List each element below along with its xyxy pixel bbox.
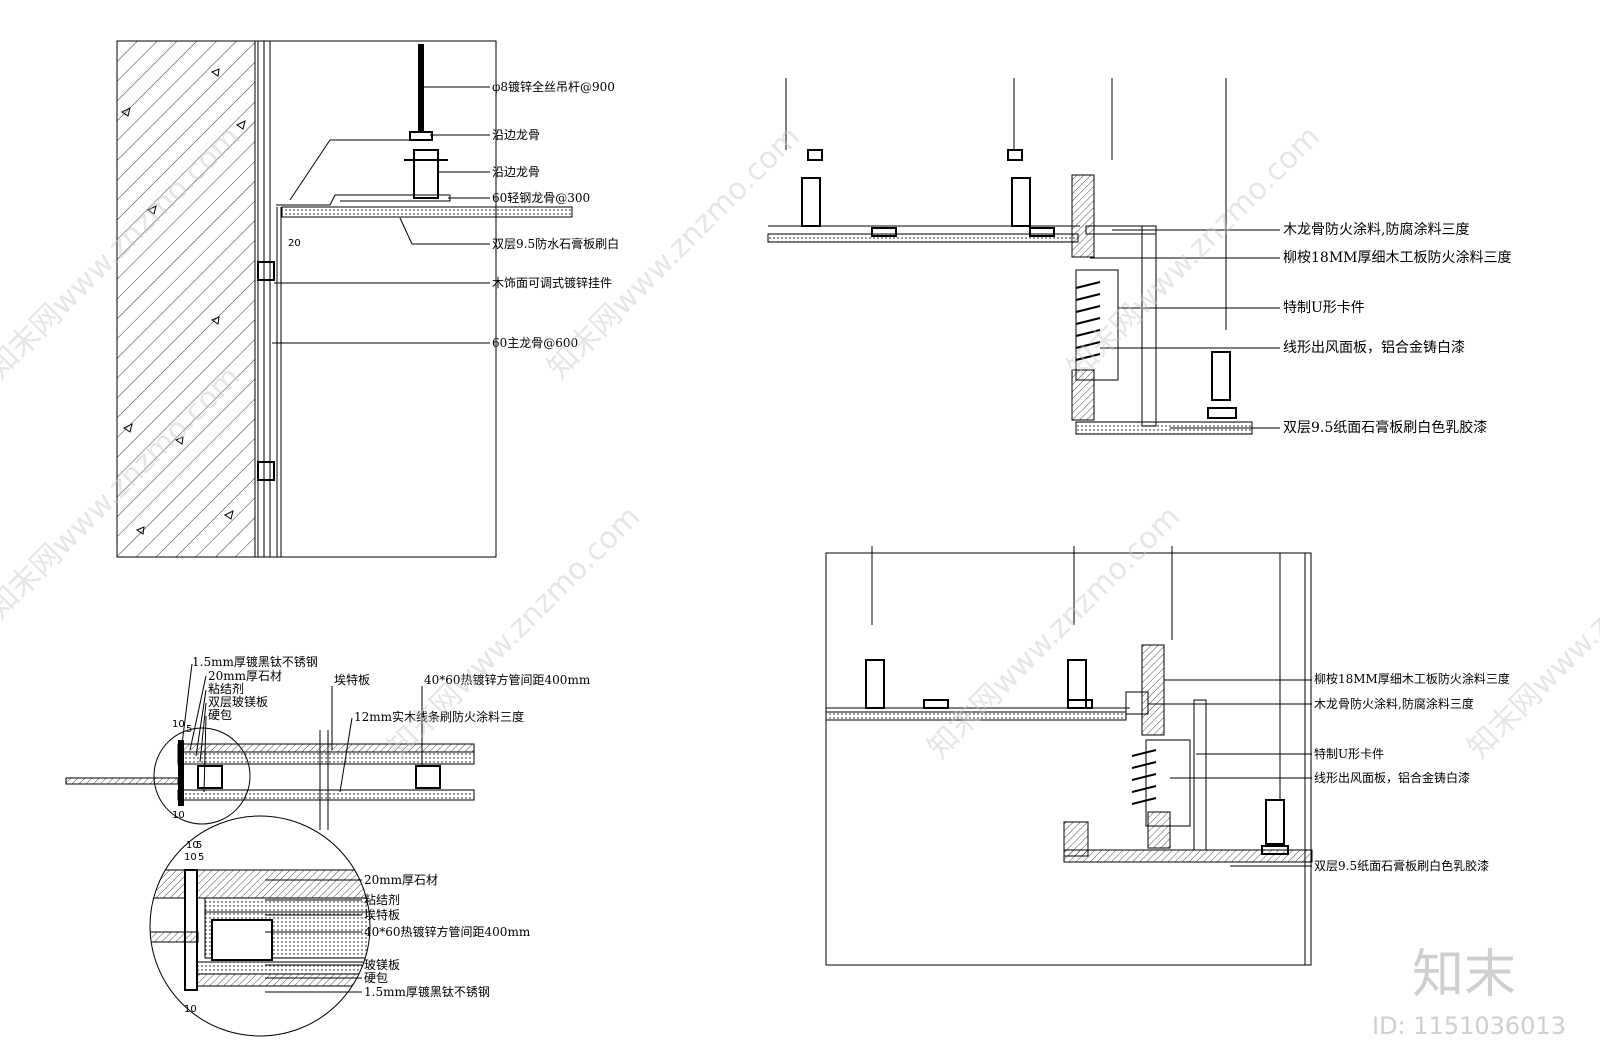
d1-label-hanger-fitting: 木饰面可调式镀锌挂件 (492, 276, 612, 290)
d4-label-wood-strip: 12mm实木线条刷防火涂料三度 (354, 709, 524, 724)
d4-label-stone: 20mm厚石材 (208, 669, 282, 683)
d5-label-stone: 20mm厚石材 (364, 873, 438, 887)
d3-label-gypsum: 双层9.5纸面石膏板刷白色乳胶漆 (1314, 858, 1489, 873)
watermark-2: 知末网www.znzmo.com (541, 119, 807, 385)
d4-label-mgo-board: 双层玻镁板 (208, 695, 268, 709)
d4-dim-2: 5 (186, 724, 192, 735)
d4-label-eter-board: 埃特板 (334, 672, 370, 687)
d5-label-steel-tube: 40*60热镀锌方管间距400mm (364, 924, 531, 939)
d2-label-plywood: 柳桉18MM厚细木工板防火涂料三度 (1283, 249, 1511, 266)
d5-label-mgo-board: 玻镁板 (364, 958, 400, 972)
detail-4-wall-panel-section: 1.5mm厚镀黑钛不锈钢 20mm厚石材 粘结剂 双层玻镁板 硬包 埃特板 40… (65, 654, 591, 851)
d3-label-air-panel: 线形出风面板，铝合金铸白漆 (1314, 770, 1470, 785)
d4-dim-1: 10 (172, 719, 185, 730)
d2-label-gypsum: 双层9.5纸面石膏板刷白色乳胶漆 (1283, 419, 1487, 436)
d4-dim-4: 10 (186, 840, 199, 851)
d4-dim-5: 5 (196, 840, 202, 851)
d3-label-wood-keel: 木龙骨防火涂料,防腐涂料三度 (1314, 696, 1474, 711)
d1-label-edge-keel-1: 沿边龙骨 (492, 128, 540, 142)
d5-label-soft-pack: 硬包 (364, 971, 388, 985)
d2-label-u-clip: 特制U形卡件 (1283, 300, 1365, 316)
watermark-5: 知末网www.znzmo.com (381, 499, 647, 765)
d5-dim-2: 5 (198, 852, 204, 863)
detail-1-wall-ceiling-section: φ8镀锌全丝吊杆@900 沿边龙骨 沿边龙骨 60轻钢龙骨@300 双层9.5防… (116, 40, 619, 558)
d5-label-stainless: 1.5mm厚镀黑钛不锈钢 (364, 984, 490, 999)
watermark-7: 知末网www.znzmo.com (1461, 499, 1600, 765)
d4-dim-3: 10 (172, 810, 185, 821)
d4-label-soft-pack: 硬包 (208, 708, 232, 722)
detail-2-air-outlet-section: 木龙骨防火涂料,防腐涂料三度 柳桉18MM厚细木工板防火涂料三度 特制U形卡件 … (767, 78, 1511, 436)
d5-label-eter-board: 埃特板 (364, 907, 400, 922)
d5-dim-1: 10 (184, 852, 197, 863)
d1-label-edge-keel-2: 沿边龙骨 (492, 165, 540, 179)
image-id: ID: 1151036013 (1372, 1012, 1566, 1040)
detail-3-air-outlet-section: 柳桉18MM厚细木工板防火涂料三度 木龙骨防火涂料,防腐涂料三度 特制U形卡件 … (825, 546, 1510, 966)
d5-label-adhesive: 粘结剂 (364, 892, 400, 907)
d3-label-u-clip: 特制U形卡件 (1314, 746, 1384, 761)
detail-5-enlarged-joint: 20mm厚石材 粘结剂 埃特板 40*60热镀锌方管间距400mm 玻镁板 硬包… (149, 815, 531, 1037)
d2-label-air-panel: 线形出风面板，铝合金铸白漆 (1283, 340, 1465, 356)
d2-label-wood-keel: 木龙骨防火涂料,防腐涂料三度 (1283, 221, 1469, 238)
d4-label-stainless: 1.5mm厚镀黑钛不锈钢 (192, 654, 318, 669)
d3-label-plywood: 柳桉18MM厚细木工板防火涂料三度 (1314, 671, 1510, 686)
d1-dim: 20 (288, 238, 301, 249)
d5-dim-3: 10 (184, 1004, 197, 1015)
d1-label-gypsum-board: 双层9.5防水石膏板刷白 (492, 236, 619, 251)
d4-label-steel-tube: 40*60热镀锌方管间距400mm (424, 672, 591, 687)
d1-label-hanger-rod: φ8镀锌全丝吊杆@900 (492, 79, 615, 94)
brand-logo: 知末 (1412, 945, 1516, 1005)
d1-label-light-steel-keel: 60轻钢龙骨@300 (492, 191, 590, 205)
d4-label-adhesive: 粘结剂 (208, 681, 244, 696)
d1-label-main-keel: 60主龙骨@600 (492, 336, 578, 350)
